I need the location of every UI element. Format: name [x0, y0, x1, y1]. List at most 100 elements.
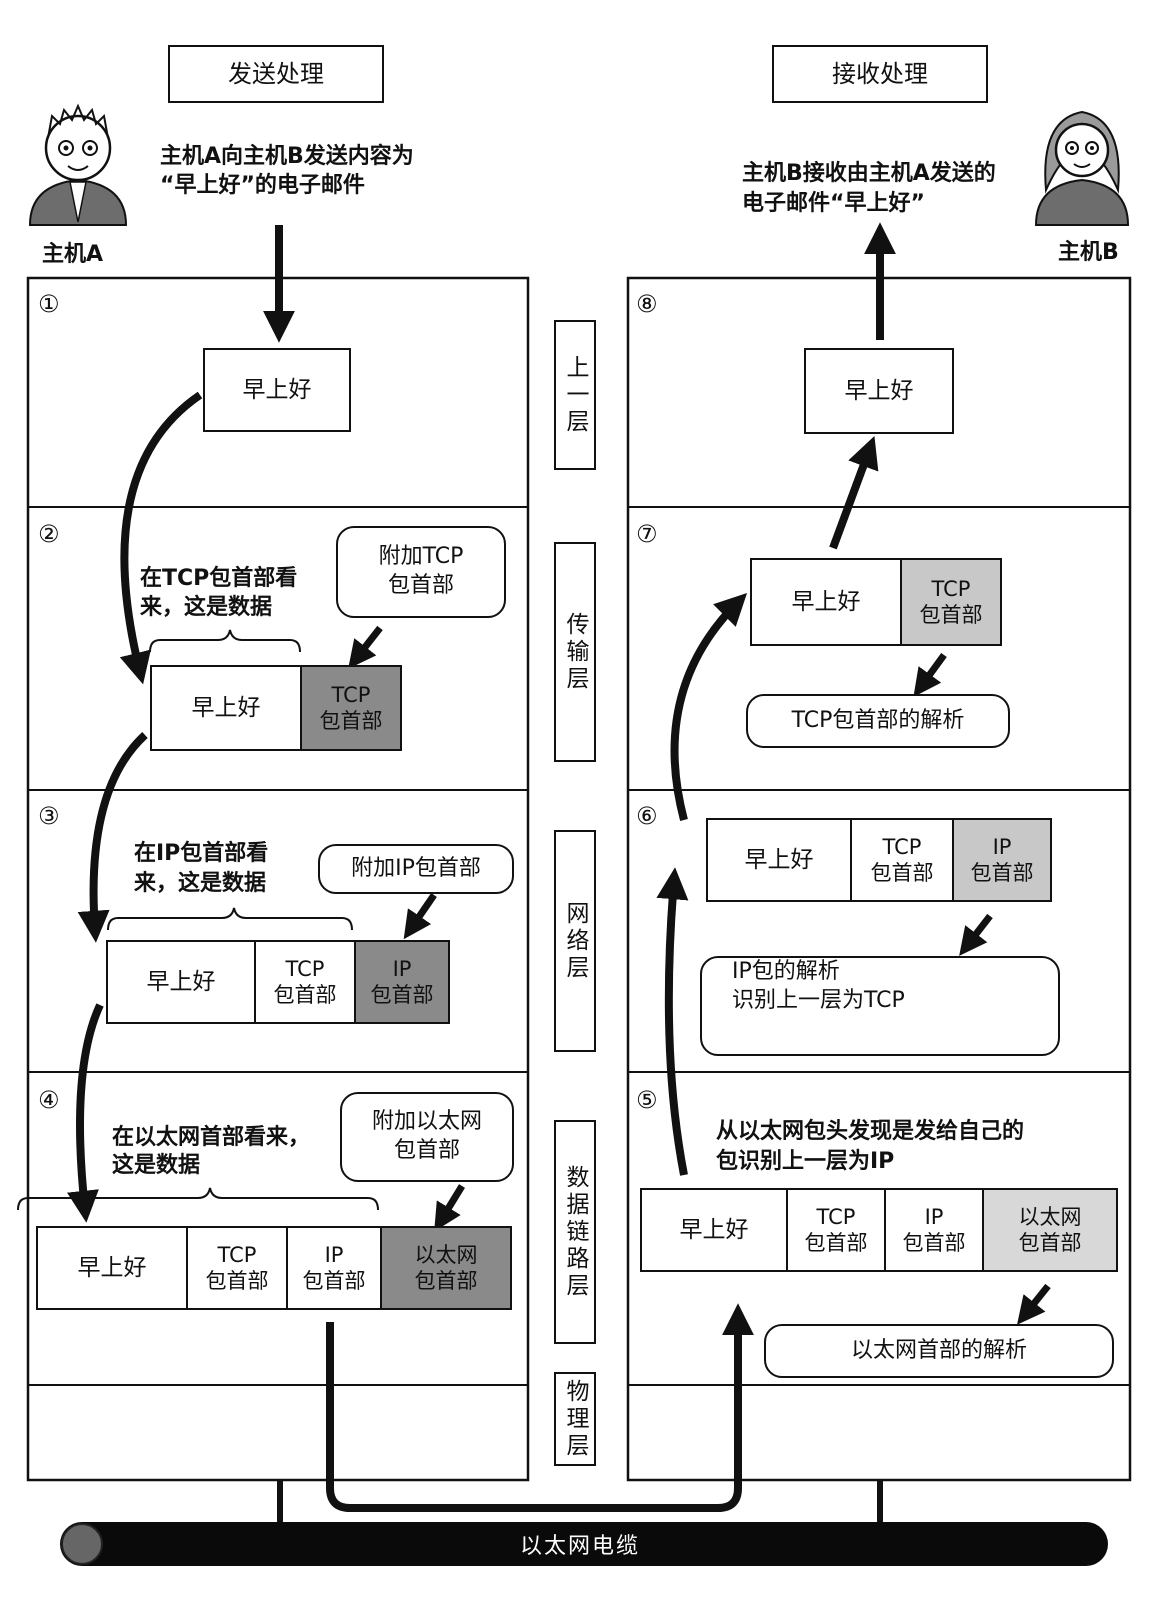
- send-payload-2: 早上好: [150, 665, 302, 751]
- ip-header-line1: IP: [324, 1242, 344, 1267]
- send-ip-header-4: IP 包首部: [286, 1226, 382, 1310]
- recv-ip-header-5: IP 包首部: [884, 1188, 984, 1272]
- pointer-add-eth: [434, 1184, 465, 1232]
- bubble-ip-parse: IP包的解析 识别上一层为TCP: [700, 956, 1060, 1056]
- send-payload-1: 早上好: [203, 348, 351, 432]
- send-eth-header-4: 以太网 包首部: [380, 1226, 512, 1310]
- bubble-add-ip: 附加IP包首部: [318, 844, 514, 894]
- eth-header-line1: 以太网: [414, 1242, 478, 1267]
- recv-tcp-header-5: TCP 包首部: [786, 1188, 886, 1272]
- bubble-add-eth-line1: 附加以太网: [371, 1109, 482, 1135]
- send-title: 发送处理: [168, 45, 384, 103]
- tcp-header-line2: 包首部: [919, 603, 983, 627]
- bubble-eth-parse: 以太网首部的解析: [764, 1324, 1114, 1378]
- pointer-add-tcp: [348, 625, 383, 669]
- host-b-description-1: 主机B接收由主机A发送的: [742, 161, 996, 186]
- arrow-send-3-4: [67, 1003, 104, 1223]
- ethernet-cable: [60, 1522, 1108, 1566]
- layer-transport: 传输层: [554, 542, 596, 762]
- cable-label: 以太网电缆: [519, 1534, 640, 1559]
- send-tcp-header-3: TCP 包首部: [254, 940, 356, 1024]
- recv-payload-6: 早上好: [706, 818, 852, 902]
- tcp-header-line2: 包首部: [870, 861, 934, 885]
- tcp-header-line2: 包首部: [319, 709, 383, 733]
- bubble-add-tcp-line2: 包首部: [387, 573, 454, 598]
- host-b-person-icon: [1034, 110, 1130, 226]
- tcp-header-line2: 包首部: [205, 1269, 269, 1293]
- arrow-recv-6-7: [670, 592, 748, 822]
- tcp-header-line1: TCP: [285, 956, 325, 981]
- eth-header-line2: 包首部: [414, 1269, 478, 1293]
- note-tcp-data-2: 来，这是数据: [140, 595, 273, 620]
- arrow-send-1-2: [119, 391, 203, 685]
- send-payload-4: 早上好: [36, 1226, 188, 1310]
- bubble-add-eth: 附加以太网 包首部: [340, 1092, 514, 1182]
- step-5: ⑤: [636, 1086, 658, 1114]
- arrow-recv-5-6: [656, 867, 689, 1176]
- arrow-physical-path: [326, 1303, 754, 1512]
- tcp-header-line1: TCP: [816, 1204, 856, 1229]
- arrow-send-2-3: [77, 732, 148, 943]
- send-payload-3: 早上好: [106, 940, 256, 1024]
- bubble-tcp-parse: TCP包首部的解析: [746, 694, 1010, 748]
- pointer-tcp-parse: [913, 652, 947, 698]
- note-eth-found-1: 从以太网包头发现是发给自己的: [716, 1119, 1025, 1144]
- step-4: ④: [38, 1086, 60, 1114]
- tcp-header-line1: TCP: [331, 682, 371, 707]
- note-eth-data-2: 这是数据: [112, 1153, 201, 1178]
- step-6: ⑥: [636, 802, 658, 830]
- send-ip-header-3: IP 包首部: [354, 940, 450, 1024]
- recv-payload-5: 早上好: [640, 1188, 788, 1272]
- tcp-header-line1: TCP: [931, 576, 971, 601]
- tcp-header-line2: 包首部: [804, 1231, 868, 1255]
- host-a-person-icon: [28, 103, 128, 226]
- brace-ip-data: [107, 907, 353, 931]
- host-a-description-1: 主机A向主机B发送内容为: [160, 144, 414, 169]
- arrow-recv-7-8: [829, 435, 879, 550]
- pointer-ip-parse: [959, 913, 993, 956]
- bubble-ip-parse-line1: IP包的解析: [732, 959, 840, 984]
- host-a-label: 主机A: [42, 242, 104, 267]
- ip-header-line1: IP: [992, 834, 1012, 859]
- step-1: ①: [38, 290, 60, 318]
- cable-end-icon: [61, 1523, 103, 1565]
- tcp-header-line1: TCP: [217, 1242, 257, 1267]
- eth-header-line1: 以太网: [1018, 1204, 1082, 1229]
- recv-tcp-header-7: TCP 包首部: [900, 558, 1002, 646]
- send-tcp-header-2: TCP 包首部: [300, 665, 402, 751]
- bubble-add-tcp: 附加TCP 包首部: [336, 526, 506, 618]
- bubble-add-tcp-line1: 附加TCP: [378, 544, 464, 570]
- step-7: ⑦: [636, 520, 658, 548]
- recv-tcp-header-6: TCP 包首部: [850, 818, 954, 902]
- host-b-description-2: 电子邮件“早上好”: [742, 191, 925, 216]
- pointer-add-ip: [403, 893, 437, 940]
- tcp-header-line1: TCP: [882, 834, 922, 859]
- bubble-add-eth-line2: 包首部: [393, 1138, 460, 1163]
- pointer-eth-parse: [1017, 1283, 1051, 1325]
- note-ip-data-1: 在IP包首部看: [134, 841, 269, 866]
- host-a-description-2: “早上好”的电子邮件: [160, 173, 365, 198]
- layer-physical: 物理层: [554, 1372, 596, 1466]
- ip-header-line2: 包首部: [970, 861, 1034, 885]
- layer-network: 网络层: [554, 830, 596, 1052]
- recv-payload-7: 早上好: [750, 558, 902, 646]
- tcp-header-line2: 包首部: [273, 983, 337, 1007]
- eth-header-line2: 包首部: [1018, 1231, 1082, 1255]
- bubble-ip-parse-line2: 识别上一层为TCP: [732, 987, 905, 1013]
- brace-eth-data: [17, 1187, 379, 1211]
- note-tcp-data-1: 在TCP包首部看: [140, 566, 298, 591]
- note-eth-found-2: 包识别上一层为IP: [716, 1149, 895, 1174]
- step-8: ⑧: [636, 290, 658, 318]
- recv-eth-header-5: 以太网 包首部: [982, 1188, 1118, 1272]
- ip-header-line1: IP: [924, 1204, 944, 1229]
- ip-header-line2: 包首部: [902, 1231, 966, 1255]
- step-2: ②: [38, 520, 60, 548]
- layer-datalink: 数据链路层: [554, 1120, 596, 1344]
- recv-ip-header-6: IP 包首部: [952, 818, 1052, 902]
- note-eth-data-1: 在以太网首部看来，: [112, 1125, 311, 1150]
- step-3: ③: [38, 802, 60, 830]
- ip-header-line2: 包首部: [370, 983, 434, 1007]
- receive-title: 接收处理: [772, 45, 988, 103]
- host-b-label: 主机B: [1058, 240, 1119, 265]
